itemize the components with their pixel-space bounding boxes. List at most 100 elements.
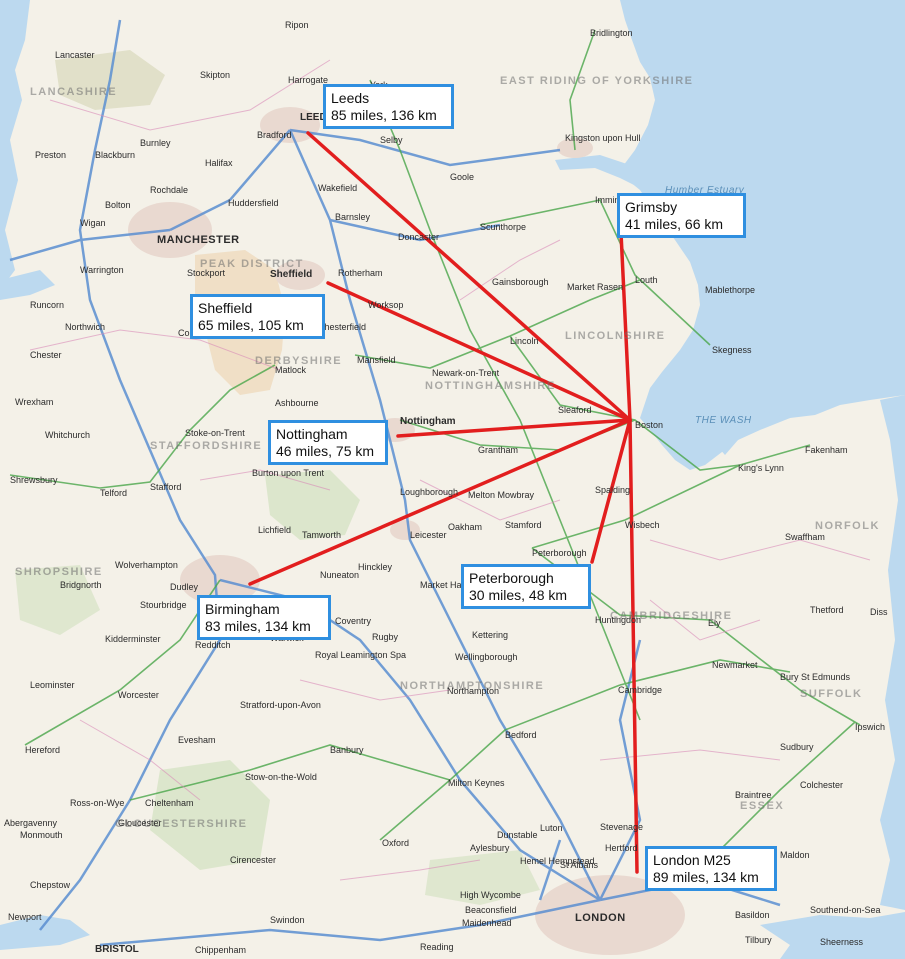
callout-destination: Birmingham [205,601,280,617]
town-label: Ely [708,618,721,628]
town-label: Stoke-on-Trent [185,428,245,438]
route-line-nottingham [396,418,632,438]
thames-estuary [760,912,905,959]
callout-destination: London M25 [653,852,731,868]
town-label: Kingston upon Hull [565,133,641,143]
town-label: Ross-on-Wye [70,798,125,808]
region-label: CAMBRIDGESHIRE [610,610,733,622]
town-label: Mablethorpe [705,285,756,295]
town-label: Whitchurch [45,430,91,440]
east-sea [880,395,905,910]
town-label: Stamford [505,520,542,530]
town-label: Cambridge [618,685,663,695]
town-label: Ashbourne [275,398,319,408]
mersey-estuary [0,270,55,300]
town-label: Halifax [205,158,233,168]
town-label: Stafford [150,482,182,492]
town-label: Fakenham [805,445,848,455]
town-label: Spalding [595,485,631,495]
town-label: Barnsley [335,212,371,222]
town-label: Grantham [478,445,519,455]
region-label: STAFFORDSHIRE [150,440,263,452]
national-forest [265,470,360,540]
town-label: Ipswich [855,722,886,732]
town-label: Mansfield [357,355,396,365]
town-label: Gloucester [118,818,162,828]
town-label: Nottingham [400,416,456,427]
callout-distance: 46 miles, 75 km [276,443,375,459]
town-label: Reading [420,942,454,952]
town-label: Bradford [257,130,292,140]
town-label: Tilbury [745,935,772,945]
town-label: Coventry [335,616,372,626]
town-label: Louth [635,275,658,285]
sheffield-urban [275,260,325,290]
town-label: Wisbech [625,520,660,530]
sea-label: Humber Estuary [665,185,745,196]
town-label: Wakefield [318,183,358,193]
route-line-london-m25 [628,418,639,874]
town-label: Skipton [200,70,231,80]
town-label: Burnley [140,138,171,148]
town-label: Sleaford [558,405,592,415]
town-label: Newmarket [712,660,758,670]
town-label: Southend-on-Sea [810,905,881,915]
town-label: Boston [635,420,664,430]
town-label: Abergavenny [4,818,58,828]
town-label: Gainsborough [492,277,549,287]
town-label: Selby [380,135,403,145]
region-label: SUFFOLK [800,688,863,700]
town-label: High Wycombe [460,890,521,900]
town-label: Stow-on-the-Wold [245,772,317,782]
town-label: Bedford [505,730,537,740]
town-label: Aylesbury [470,843,510,853]
town-label: Nuneaton [320,570,360,580]
town-label: Wigan [80,218,106,228]
town-label: Basildon [735,910,770,920]
london-urban [535,875,685,955]
town-label: MANCHESTER [157,234,240,246]
town-label: Kettering [472,630,509,640]
town-label: Bridgnorth [60,580,102,590]
town-label: Goole [450,172,475,182]
region-label: LANCASHIRE [30,86,118,98]
town-label: BRISTOL [95,944,139,955]
humber-estuary [555,155,645,188]
sea-label: THE WASH [695,415,752,426]
town-label: Monmouth [20,830,63,840]
town-label: Burton upon Trent [252,468,325,478]
town-label: Oakham [448,522,483,532]
the-wash [640,388,790,470]
town-label: Hertford [605,843,638,853]
town-label: Hemel Hempstead [520,856,595,866]
callout-distance: 65 miles, 105 km [198,317,304,333]
callout-destination: Leeds [331,90,370,106]
town-label: Luton [540,823,563,833]
region-label: NORFOLK [815,520,880,532]
town-label: Northampton [447,686,500,696]
shropshire-hills [15,565,100,635]
town-label: Cirencester [230,855,277,865]
town-label: Kidderminster [105,634,161,644]
region-label: EAST RIDING OF YORKSHIRE [500,75,694,87]
town-label: St Albans [560,860,599,870]
callout-distance: 83 miles, 134 km [205,618,311,634]
leicester-urban [390,520,420,540]
town-label: Shrewsbury [10,475,58,485]
town-label: Chester [30,350,62,360]
town-label: Telford [100,488,128,498]
town-label: Dunstable [497,830,538,840]
callout-distance: 41 miles, 66 km [625,216,724,232]
callout-distance: 30 miles, 48 km [469,587,568,603]
town-label: Lichfield [258,525,292,535]
minor-roads [29,59,871,881]
callout-destination: Grimsby [625,199,678,215]
town-label: Beaconsfield [465,905,517,915]
route-line-birmingham [248,418,632,586]
